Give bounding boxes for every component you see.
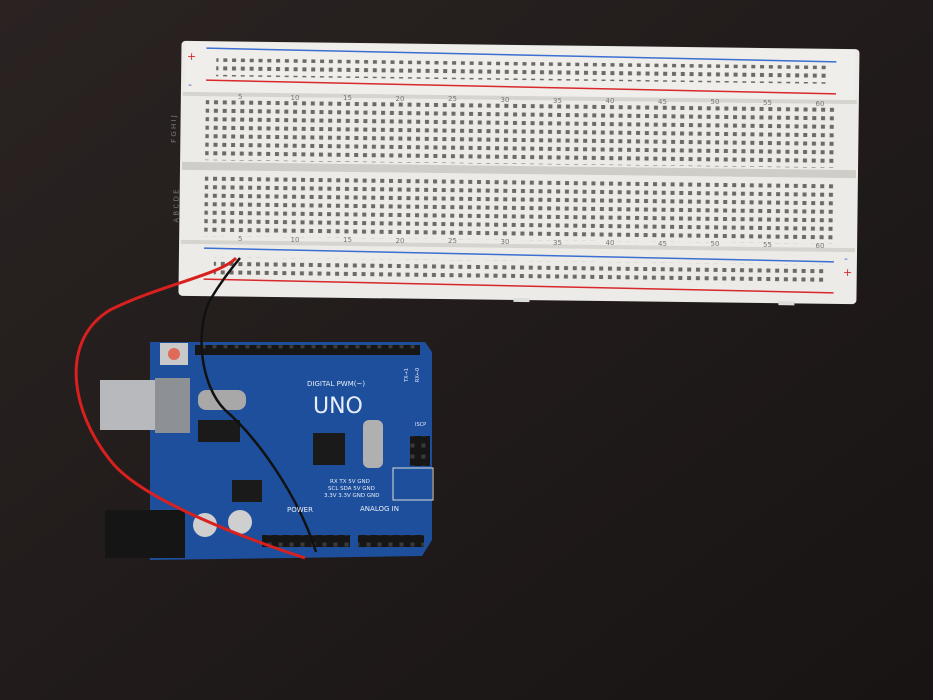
column-number: 60 bbox=[815, 241, 825, 250]
column-number: 5 bbox=[238, 235, 243, 243]
tx-label: TX→1 bbox=[403, 368, 410, 382]
digital-pwm-label: DIGITAL PWM(~) bbox=[307, 380, 366, 388]
icsp-header[interactable] bbox=[410, 436, 430, 466]
rail-plus-label: + bbox=[843, 266, 853, 279]
center-channel bbox=[181, 161, 857, 179]
row-letters-bottom: A B C D E bbox=[172, 189, 181, 223]
bottom-power-rail bbox=[213, 257, 826, 283]
crystal bbox=[363, 420, 383, 468]
breadboard bbox=[178, 40, 860, 306]
column-number: 20 bbox=[395, 236, 405, 245]
red-wire bbox=[74, 256, 306, 560]
black-wire bbox=[200, 257, 318, 553]
column-number: 30 bbox=[500, 96, 510, 104]
column-number: 10 bbox=[290, 93, 300, 102]
rx-label: RX←0 bbox=[415, 367, 422, 383]
column-number: 50 bbox=[710, 98, 720, 107]
column-number: 40 bbox=[605, 239, 615, 248]
bottom-terminal-strip bbox=[204, 174, 835, 244]
arduino-uno-board bbox=[100, 342, 434, 560]
column-number: 10 bbox=[290, 235, 300, 244]
icsp-label: ISCP bbox=[415, 422, 427, 428]
header-label-row: RX TX 5V GND bbox=[330, 479, 370, 485]
analog-in-label: ANALOG IN bbox=[360, 505, 399, 513]
column-number: 5 bbox=[238, 93, 243, 101]
power-header[interactable] bbox=[262, 535, 350, 547]
top-terminal-strip bbox=[205, 98, 836, 168]
header-label-row: 3.3V 3.3V GND GND bbox=[324, 493, 380, 499]
column-number: 35 bbox=[553, 96, 562, 105]
column-number: 50 bbox=[710, 240, 720, 249]
column-number: 60 bbox=[815, 99, 825, 108]
rail-plus-label: + bbox=[187, 50, 197, 63]
microcontroller-chip bbox=[313, 433, 345, 465]
digital-header[interactable] bbox=[195, 345, 420, 355]
column-number: 55 bbox=[763, 99, 772, 107]
header-label-row: SCL SDA 5V GND bbox=[328, 486, 375, 492]
column-number: 55 bbox=[763, 241, 772, 249]
power-label: POWER bbox=[287, 506, 313, 514]
column-number: 20 bbox=[395, 94, 405, 103]
column-number: 15 bbox=[343, 94, 352, 103]
column-number: 45 bbox=[658, 239, 667, 248]
uno-label: UNO bbox=[313, 394, 363, 419]
column-number: 25 bbox=[448, 95, 457, 104]
column-number: 30 bbox=[500, 238, 510, 246]
rail-minus-label: - bbox=[844, 252, 848, 265]
capacitor bbox=[228, 510, 252, 534]
rail-minus-label: - bbox=[188, 78, 192, 91]
column-number: 40 bbox=[605, 97, 615, 106]
dc-jack bbox=[105, 510, 185, 558]
column-number: 25 bbox=[448, 237, 457, 246]
row-letters-top: F G H I J bbox=[169, 115, 178, 143]
column-number: 15 bbox=[343, 236, 352, 245]
analog-header[interactable] bbox=[358, 535, 424, 547]
column-number: 45 bbox=[658, 97, 667, 106]
column-number: 35 bbox=[553, 238, 562, 247]
